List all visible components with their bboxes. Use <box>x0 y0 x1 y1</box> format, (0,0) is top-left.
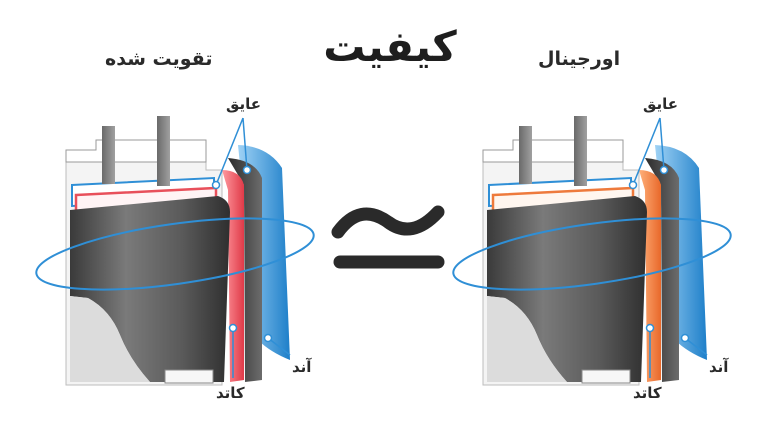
enhanced-battery <box>35 116 315 386</box>
anode-label-left: آند <box>292 358 312 376</box>
main-title: کیفیت <box>323 22 457 71</box>
original-battery-title: اورجینال <box>538 48 621 70</box>
terminal-tab-right <box>574 116 587 186</box>
anode-label-right: آند <box>709 358 729 376</box>
cathode-layer <box>639 170 661 382</box>
approx-equal-symbol <box>331 205 445 269</box>
battery-casing <box>70 196 230 382</box>
cathode-label-left: کاتد <box>216 384 245 402</box>
cathode-label-right: کاتد <box>633 384 662 402</box>
battery-casing <box>487 196 647 382</box>
terminal-tab-left <box>519 126 532 184</box>
enhanced-battery-title: تقویت شده <box>105 48 213 70</box>
original-battery <box>452 116 732 386</box>
separator-label-right: عایق <box>643 95 679 113</box>
cathode-layer <box>222 170 244 382</box>
terminal-tab-right <box>157 116 170 186</box>
separator-label-left: عایق <box>226 95 262 113</box>
terminal-tab-left <box>102 126 115 184</box>
